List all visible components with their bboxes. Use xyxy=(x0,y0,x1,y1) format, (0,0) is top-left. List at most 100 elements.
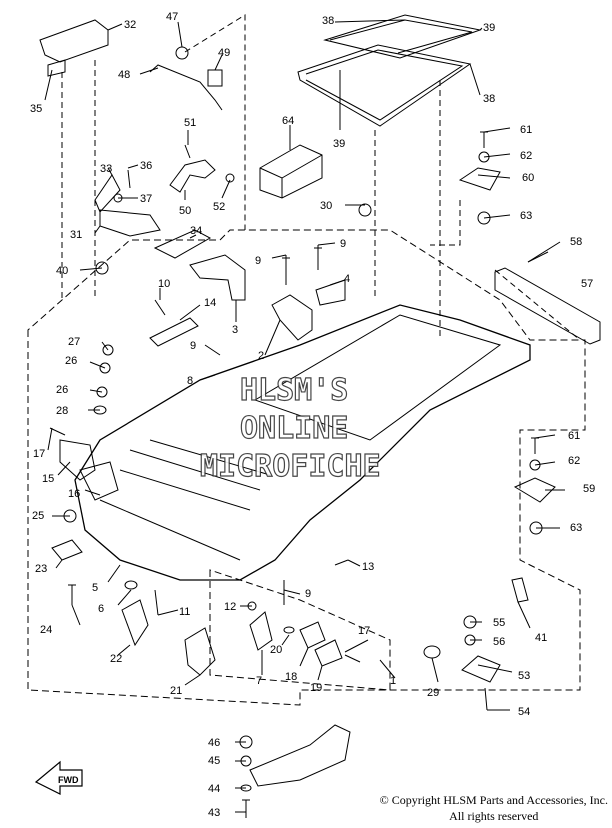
callout-30: 30 xyxy=(320,200,332,212)
part-18-plate xyxy=(299,621,326,649)
copyright-line-2: All rights reserved xyxy=(449,809,539,823)
part-39-seal-inner xyxy=(305,49,464,121)
part-20-washer xyxy=(283,626,295,634)
callout-53: 53 xyxy=(518,670,530,682)
callout-18: 18 xyxy=(285,671,297,683)
part-15-bracket xyxy=(59,439,96,481)
callout-14: 14 xyxy=(204,297,216,309)
chassis-tunnel xyxy=(253,314,502,441)
callout-7: 7 xyxy=(256,675,262,687)
leader-dashed-57 xyxy=(494,269,581,341)
callout-4: 4 xyxy=(344,273,350,285)
callout-38a: 38 xyxy=(322,15,334,27)
callout-20: 20 xyxy=(270,644,282,656)
callout-25: 25 xyxy=(32,510,44,522)
hardware-boundary xyxy=(209,569,391,691)
watermark-line-1: HLSM'S xyxy=(240,373,348,408)
callout-50: 50 xyxy=(179,205,191,217)
callout-6: 6 xyxy=(98,603,104,615)
leader-lines xyxy=(44,19,565,813)
callout-40: 40 xyxy=(56,265,68,277)
part-32-bracket xyxy=(39,19,109,77)
callout-61a: 61 xyxy=(520,124,532,136)
part-24-bolt xyxy=(68,584,76,605)
callout-62b: 62 xyxy=(568,455,580,467)
part-23-plate xyxy=(51,539,83,561)
part-36-screw xyxy=(127,169,131,189)
callout-37: 37 xyxy=(140,193,152,205)
part-48-rod xyxy=(149,64,223,111)
callout-31: 31 xyxy=(70,229,82,241)
part-9b-rivet xyxy=(314,245,322,270)
callout-36: 36 xyxy=(140,160,152,172)
part-62b-nut xyxy=(529,459,541,471)
part-57-panel xyxy=(494,267,601,345)
callout-10: 10 xyxy=(158,278,170,290)
part-2-clamp xyxy=(271,294,313,341)
part-53-bracket xyxy=(461,655,501,683)
callout-44: 44 xyxy=(208,783,220,795)
part-26a-washer xyxy=(99,362,111,374)
copyright-line-1: © Copyright HLSM Parts and Accessories, … xyxy=(379,793,608,807)
part-17a-bolt xyxy=(49,427,66,436)
part-11-bolt xyxy=(154,589,159,616)
part-52-ring xyxy=(225,173,235,183)
callout-1: 1 xyxy=(390,675,396,687)
callout-34: 34 xyxy=(190,225,202,237)
callout-3: 3 xyxy=(232,324,238,336)
callout-8: 8 xyxy=(187,375,193,387)
callout-51: 51 xyxy=(184,117,196,129)
callout-35: 35 xyxy=(30,103,42,115)
part-27-ring xyxy=(102,344,114,356)
callout-9b: 9 xyxy=(340,238,346,250)
callout-9c: 9 xyxy=(190,340,196,352)
part-51-bolt xyxy=(184,144,191,159)
callout-39b: 39 xyxy=(333,138,345,150)
part-34-plate xyxy=(153,229,212,259)
fwd-label: FWD xyxy=(58,775,79,785)
part-7-bracket xyxy=(249,611,273,651)
part-38-seal-inner xyxy=(329,19,473,54)
part-31-plate xyxy=(99,209,161,237)
callout-21: 21 xyxy=(170,685,182,697)
callout-26b: 26 xyxy=(56,384,68,396)
part-1-chassis xyxy=(74,304,531,581)
part-40-nut xyxy=(95,261,109,275)
assembly-boundary-main xyxy=(27,229,586,706)
part-39-seal-bottom xyxy=(297,44,472,127)
callout-56: 56 xyxy=(493,636,505,648)
part-17b-bolt xyxy=(344,654,361,663)
part-59-cushion xyxy=(513,477,556,503)
callout-17a: 17 xyxy=(33,448,45,460)
part-54-bolt xyxy=(484,687,488,711)
fwd-arrow-icon: FWD xyxy=(34,760,83,795)
part-3-bracket xyxy=(189,254,246,301)
part-10-bolt xyxy=(154,299,166,316)
part-19-plate xyxy=(314,639,343,667)
callout-55: 55 xyxy=(493,617,505,629)
part-30-nut xyxy=(358,203,372,217)
callout-52: 52 xyxy=(213,201,225,213)
callout-63a: 63 xyxy=(520,210,532,222)
part-22-bracket xyxy=(121,599,149,647)
leader-dashed-38 xyxy=(374,80,441,340)
callout-9a: 9 xyxy=(255,255,261,267)
callout-64: 64 xyxy=(282,115,294,127)
part-13-bolt xyxy=(334,559,349,566)
callout-33: 33 xyxy=(100,163,112,175)
callout-16: 16 xyxy=(68,488,80,500)
callout-63b: 63 xyxy=(570,522,582,534)
part-63a-nut xyxy=(477,211,491,225)
callout-13: 13 xyxy=(362,561,374,573)
callout-2: 2 xyxy=(258,350,264,362)
part-41-clip xyxy=(511,577,529,603)
part-47-grommet xyxy=(175,46,189,60)
part-49-clip xyxy=(207,69,223,87)
callout-49: 49 xyxy=(218,47,230,59)
part-9a-rivet xyxy=(282,255,290,285)
callout-9d: 9 xyxy=(305,588,311,600)
leader-dashed-60 xyxy=(430,200,461,246)
callout-32: 32 xyxy=(124,19,136,31)
part-60-cushion xyxy=(458,167,501,191)
